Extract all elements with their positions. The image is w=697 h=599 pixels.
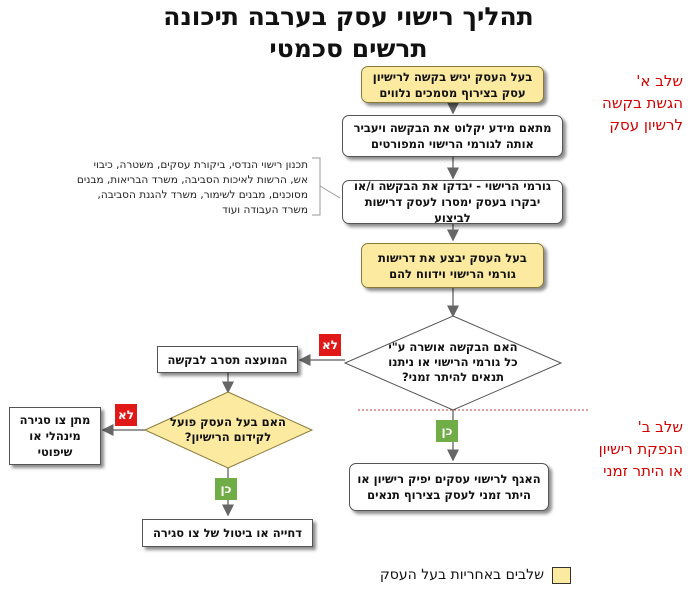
decision-operating-shape [143,391,314,469]
badge-no-approved: לא [319,334,341,356]
decision-approved-shape [343,315,563,411]
note-leader [319,185,341,199]
badge-no-operating: לא [115,404,137,426]
authorities-note: תכנון רישוי הנדסי, ביקורת עסקים, משטרה, … [76,159,308,216]
step-closure-order: מתן צו סגירה מינהלי או שיפוטי [9,407,101,465]
diagram-subtitle: תרשים סכמטי [269,34,428,63]
stage-b-line1: הנפקת רישיון [598,440,683,458]
stage-a-label: שלב א' הגשת בקשה לרשיון עסק [578,70,683,136]
step-deferral: דחייה או ביטול של צו סגירה [142,519,313,547]
badge-yes-operating: כן [215,478,237,500]
stage-a-title: שלב א' [636,72,683,90]
decision-approved-label: האם הבקשה אושרה ע"י כל גורמי הרישוי או נ… [388,339,518,384]
badge-yes-approved: כן [436,420,458,442]
stage-b-label: שלב ב' הנפקת רישיון או היתר זמני [578,416,683,482]
note-bracket [312,157,321,216]
step-submit-request: בעל העסק יגיש בקשה לרישיון עסק בצירוף מס… [361,66,544,103]
diagram-title: תהליך רישוי עסק בערבה תיכונה [163,2,534,31]
legend-swatch [552,567,571,584]
step-issue-license: האגף לרישוי עסקים יפיק רישיון או היתר זמ… [349,463,549,511]
stage-a-line2: לרשיון עסק [609,116,683,134]
stage-b-line2: או היתר זמני [603,462,683,480]
decision-operating-label: האם בעל העסק פועל לקידום הרישיון? [170,415,286,444]
stage-b-title: שלב ב' [637,418,683,436]
stage-a-line1: הגשת בקשה [602,94,683,112]
legend-label: שלבים באחריות בעל העסק [379,567,544,583]
step-council-rejects: המועצה תסרב לבקשה [157,346,298,373]
step-coordinator: מתאם מידע יקלוט את הבקשה ויעביר אותה לגו… [342,115,563,157]
step-authorities-review: גורמי הרישוי - יבדקו את הבקשה ו/או יבקרו… [342,179,563,225]
step-owner-performs: בעל העסק יבצע את דרישות גורמי הרישוי ויד… [361,243,544,288]
